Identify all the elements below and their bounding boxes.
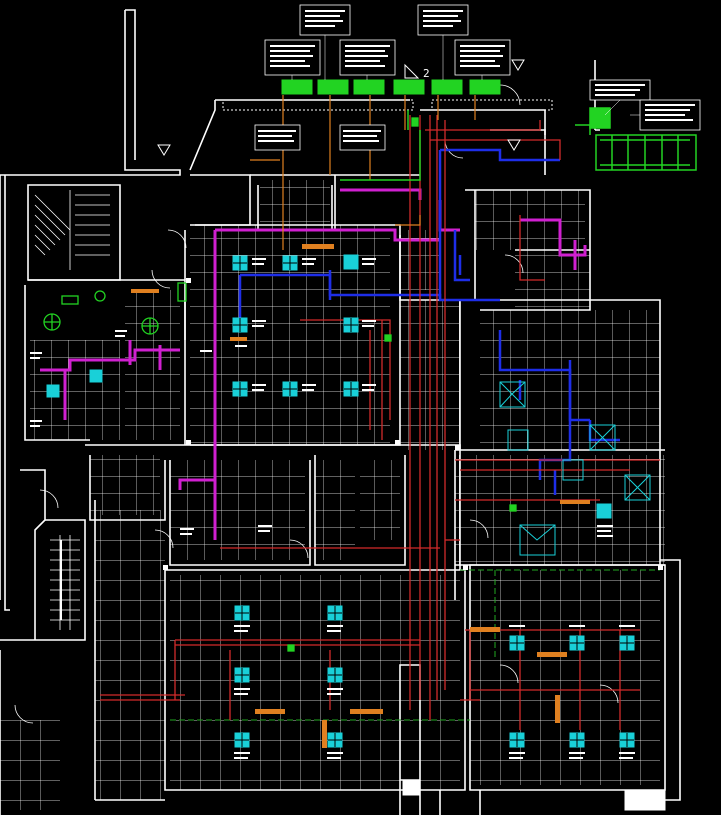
orange-grilles xyxy=(131,244,590,748)
ceiling-diffusers xyxy=(46,254,635,748)
diffuser-icon xyxy=(46,384,60,398)
section-marker-label: 2 xyxy=(423,67,430,80)
wall-fills xyxy=(222,99,666,811)
equipment-note-leaders xyxy=(291,35,640,116)
text-marks xyxy=(30,10,695,759)
diffuser-icon xyxy=(343,254,359,270)
green-fixtures xyxy=(43,117,517,652)
outdoor-unit-icon xyxy=(431,79,463,95)
exhaust-duct-run xyxy=(40,188,587,540)
outdoor-units xyxy=(281,79,501,95)
diffuser-icon xyxy=(596,503,612,519)
boundary-line xyxy=(170,569,660,721)
outdoor-unit-icon xyxy=(393,79,425,95)
outdoor-unit-icon xyxy=(469,79,501,95)
outdoor-unit-icon xyxy=(281,79,313,95)
diffuser-icon xyxy=(89,369,103,383)
green-pipe-run xyxy=(340,110,421,181)
outdoor-unit-icon xyxy=(317,79,349,95)
air-handling-unit xyxy=(575,107,697,171)
north-arrow-icon: 2 xyxy=(157,59,525,156)
return-duct-run xyxy=(238,148,620,495)
cassette-units xyxy=(499,381,651,556)
columns xyxy=(163,278,663,570)
outdoor-unit-icon xyxy=(353,79,385,95)
